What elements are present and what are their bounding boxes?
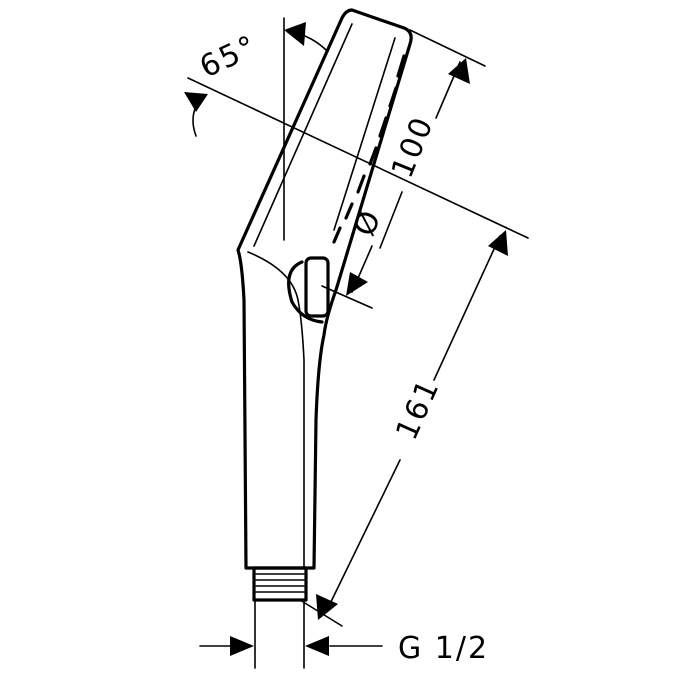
diameter-dimension: Ø [346,204,389,296]
total-length-dimension: 161 [316,230,508,620]
reference-lines [187,17,529,669]
thread-ridges [255,573,305,593]
face-dim-arrow-top [448,58,470,84]
handle-inner-contour [247,251,305,569]
shower-body [236,8,413,602]
head-axis-line [187,77,529,239]
face-length-label: 100 [385,111,441,183]
head-back-edge [253,23,353,247]
diameter-arrow-bottom [346,272,368,296]
face-dim-line-lower [379,191,403,249]
total-dim-line-upper [433,235,501,381]
angle-label: 65° [195,29,263,86]
total-dim-arrow-bottom [316,594,338,620]
thread-dimension: G 1/2 [199,631,489,666]
handle-recess [287,260,324,324]
thread-label: G 1/2 [398,631,489,666]
nozzle-row [332,54,406,244]
total-length-label: 161 [389,373,447,445]
head-front-edge [333,37,396,231]
angle-arrow-left [184,92,208,112]
angle-arrow-top [284,22,306,46]
total-dim-arrow-top [488,230,508,256]
face-top-extension-line [409,29,486,67]
thread-arrow-right [305,636,329,656]
total-dim-line-lower [325,459,401,613]
spray-nozzles [332,54,406,244]
diameter-extension-line [321,285,373,309]
shower-outline [236,8,413,570]
angle-dimension: 65° [184,22,327,137]
spray-selector-button [304,256,330,318]
thread-arrow-left [230,636,254,656]
thread-connector [252,566,308,602]
face-length-dimension: 100 [379,58,470,249]
